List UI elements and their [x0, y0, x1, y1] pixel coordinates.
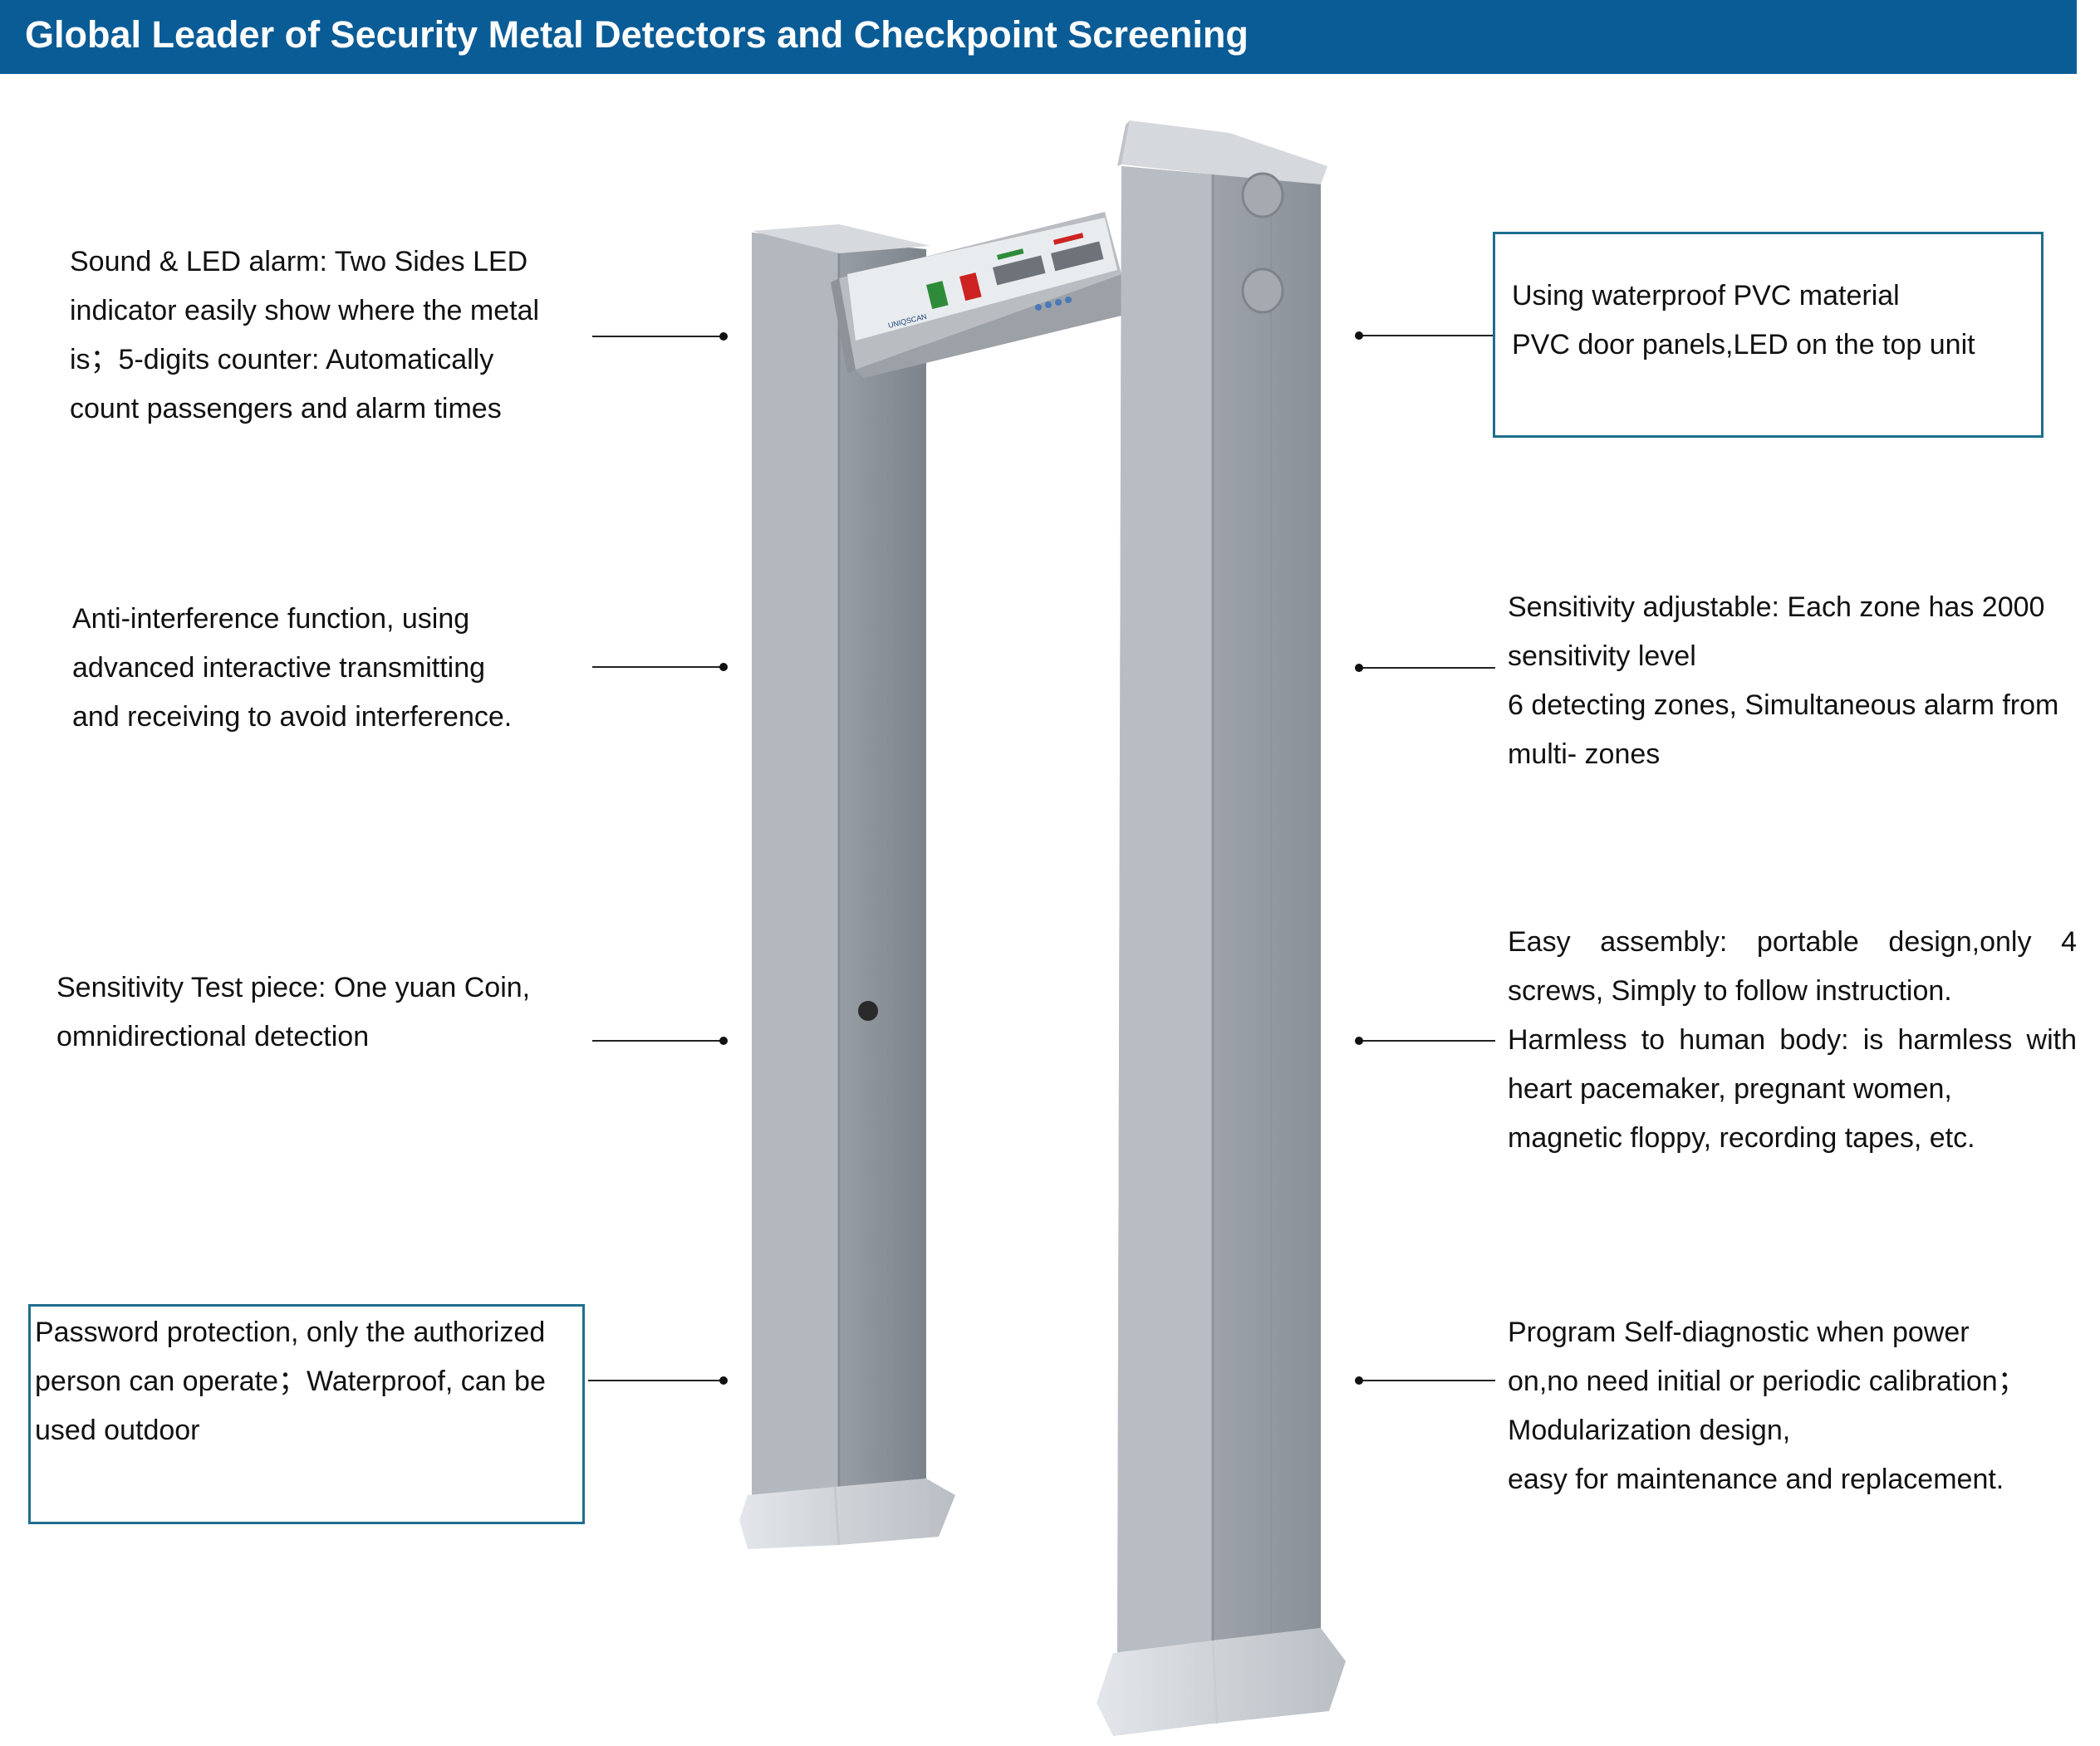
leader-line — [592, 1037, 728, 1045]
leader-dot — [1355, 1376, 1363, 1385]
leader-line — [1355, 331, 1493, 340]
leader-dot — [719, 1037, 728, 1045]
leader-line — [592, 332, 728, 341]
leader-dot — [719, 1376, 728, 1385]
leader-line — [592, 663, 728, 671]
callout-sensitivity-test: Sensitivity Test piece: One yuan Coin, o… — [56, 964, 530, 1062]
callout-password-protection: Password protection, only the authorized… — [28, 1304, 585, 1524]
callout-line: is；5-digits counter: Automatically — [70, 344, 494, 375]
alarm-led-top — [1241, 172, 1284, 218]
callout-line: Password protection, only the authorized — [35, 1317, 546, 1348]
left-pillar — [739, 224, 955, 1549]
leader-line — [1355, 1376, 1495, 1385]
callout-sensitivity-adjustable: Sensitivity adjustable: Each zone has 20… — [1508, 583, 2058, 779]
callout-line: and receiving to avoid interference. — [72, 701, 513, 733]
callout-waterproof-material: Using waterproof PVC material PVC door p… — [1493, 232, 2044, 438]
right-pillar — [1097, 120, 1346, 1736]
callout-line: easy for maintenance and replacement. — [1508, 1464, 2004, 1495]
callout-line: multi- zones — [1508, 738, 1661, 770]
callout-line: on,no need initial or periodic calibrati… — [1508, 1366, 2026, 1397]
callout-line: Sensitivity adjustable: Each zone has 20… — [1508, 591, 2045, 623]
leader-line — [1355, 1037, 1495, 1045]
callout-line: PVC door panels,LED on the top unit — [1512, 329, 1975, 360]
leader-dot — [719, 332, 728, 341]
test-piece-indicator — [858, 1001, 878, 1021]
pass-icon — [926, 281, 949, 310]
control-buttons — [1035, 297, 1072, 311]
callout-line: Sound & LED alarm: Two Sides LED — [70, 246, 528, 277]
callout-line: 6 detecting zones, Simultaneous alarm fr… — [1508, 689, 2059, 721]
callout-line: Using waterproof PVC material — [1512, 280, 1900, 311]
page-title: Global Leader of Security Metal Detector… — [25, 13, 1249, 56]
callout-line: magnetic floppy, recording tapes, etc. — [1508, 1122, 1975, 1154]
top-control-unit: UNIQSCAN — [831, 212, 1121, 378]
callout-easy-assembly: Easy assembly: portable design,only 4 sc… — [1508, 918, 2077, 1163]
callout-line: advanced interactive transmitting — [72, 652, 486, 684]
leader-dot — [719, 663, 728, 671]
leader-dot — [1355, 331, 1363, 340]
callout-line: count passengers and alarm times — [70, 393, 502, 424]
callout-line: screws, Simply to follow instruction. — [1508, 975, 1952, 1007]
callout-line: Program Self-diagnostic when power — [1508, 1317, 1970, 1348]
alarm-counter-display — [1051, 241, 1104, 272]
callout-line: indicator easily show where the metal — [70, 295, 540, 326]
leader-line — [588, 1376, 728, 1385]
callout-anti-interference: Anti-interference function, using advanc… — [72, 595, 512, 742]
callout-line: Easy assembly: portable design,only 4 — [1508, 926, 2077, 958]
leader-dot — [1355, 1037, 1363, 1045]
callout-line: person can operate；Waterproof, can be — [35, 1366, 546, 1397]
stop-icon — [959, 272, 982, 302]
alarm-led-bottom — [1241, 267, 1284, 314]
callout-line: Harmless to human body: is harmless with — [1508, 1024, 2077, 1056]
callout-line: Modularization design, — [1508, 1415, 1791, 1446]
callout-line: used outdoor — [35, 1415, 200, 1446]
leader-dot — [1355, 664, 1363, 672]
callout-line: heart pacemaker, pregnant women, — [1508, 1073, 1952, 1105]
callout-line: Anti-interference function, using — [72, 603, 470, 635]
leader-line — [1355, 664, 1495, 672]
header-banner: Global Leader of Security Metal Detector… — [0, 0, 2077, 74]
pass-counter-display — [992, 255, 1046, 286]
metal-detector-illustration: UNIQSCAN — [739, 120, 1346, 1736]
callout-sound-led-alarm: Sound & LED alarm: Two Sides LED indicat… — [70, 238, 539, 434]
callout-line: sensitivity level — [1508, 640, 1696, 672]
callout-line: Sensitivity Test piece: One yuan Coin, — [56, 972, 531, 1003]
callout-line: omnidirectional detection — [56, 1021, 370, 1052]
callout-self-diagnostic: Program Self-diagnostic when power on,no… — [1508, 1308, 2026, 1504]
